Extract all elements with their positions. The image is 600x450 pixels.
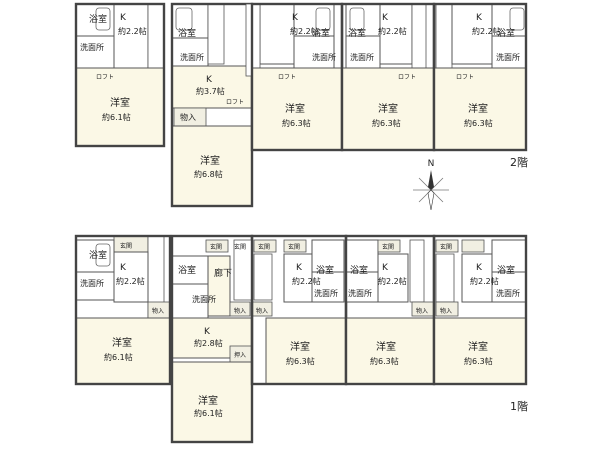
room-label: 洗面所 bbox=[192, 294, 216, 304]
room-label: 洗面所 bbox=[314, 288, 338, 298]
room-label: 洗面所 bbox=[496, 288, 520, 298]
room-label: 洋室 bbox=[468, 340, 488, 353]
room-label: 洗面所 bbox=[80, 278, 104, 288]
room-size: 約2.2帖 bbox=[472, 26, 501, 36]
room-label: 洗面所 bbox=[80, 42, 104, 52]
room-size: 約6.3帖 bbox=[372, 118, 401, 128]
room-label: 玄関 bbox=[234, 243, 246, 251]
room-label: 押入 bbox=[234, 351, 246, 359]
room-label: 浴室 bbox=[89, 13, 107, 25]
floor-1 bbox=[74, 234, 528, 444]
room-label: 廊下 bbox=[214, 267, 232, 279]
room-size: 約6.1帖 bbox=[104, 352, 133, 362]
room-size: 約2.2帖 bbox=[470, 276, 499, 286]
room-size: 約6.3帖 bbox=[286, 356, 315, 366]
room-label: 物入 bbox=[416, 307, 428, 315]
room-label: 洗面所 bbox=[496, 52, 520, 62]
room-label: 洋室 bbox=[378, 102, 398, 115]
room-label: K bbox=[120, 13, 127, 23]
room-label: 物入 bbox=[234, 307, 246, 315]
room-label: 洋室 bbox=[376, 340, 396, 353]
room-label: 浴室 bbox=[178, 27, 196, 39]
floor-label: 2階 bbox=[510, 155, 528, 169]
room-label: 浴室 bbox=[178, 264, 196, 276]
room-size: 約2.2帖 bbox=[378, 26, 407, 36]
room-label: 浴室 bbox=[89, 249, 107, 261]
room-size: 約2.2帖 bbox=[378, 276, 407, 286]
room-label: K bbox=[296, 263, 303, 273]
room-label: 玄関 bbox=[440, 243, 452, 251]
room-label: 玄関 bbox=[120, 242, 132, 250]
room-size: 約6.8帖 bbox=[194, 169, 223, 179]
room-size: 約6.3帖 bbox=[464, 356, 493, 366]
room-label: 物入 bbox=[180, 112, 196, 122]
room-label: ロフト bbox=[456, 74, 474, 81]
room-label: ロフト bbox=[96, 74, 114, 81]
room-label: 洗面所 bbox=[348, 288, 372, 298]
room-label: K bbox=[382, 13, 389, 23]
room-size: 約6.1帖 bbox=[194, 408, 223, 418]
room-label: 洋室 bbox=[110, 96, 130, 109]
room-label: K bbox=[292, 13, 299, 23]
floor-label: 1階 bbox=[510, 399, 528, 413]
labels-2f: 浴室 K 約2.2帖 洗面所 ロフト 洋室 約6.1帖 浴室 洗面所 K 約3.… bbox=[80, 13, 520, 179]
room-label: 物入 bbox=[152, 307, 164, 315]
room-label: 洋室 bbox=[112, 336, 132, 349]
room-label: 玄関 bbox=[210, 243, 222, 251]
room-label: 物入 bbox=[256, 307, 268, 315]
room-label: K bbox=[382, 263, 389, 273]
room-label: 洋室 bbox=[285, 102, 305, 115]
floor-2 bbox=[74, 2, 528, 208]
room-size: 約6.3帖 bbox=[464, 118, 493, 128]
room-label: 浴室 bbox=[497, 27, 515, 39]
room-size: 約6.3帖 bbox=[370, 356, 399, 366]
room-label: 玄関 bbox=[382, 243, 394, 251]
room-size: 約6.3帖 bbox=[282, 118, 311, 128]
room-label: K bbox=[206, 75, 213, 85]
room-size: 約6.1帖 bbox=[102, 112, 131, 122]
room-label: 洗面所 bbox=[180, 52, 204, 62]
room-label: ロフト bbox=[398, 74, 416, 81]
compass-icon: N bbox=[413, 159, 449, 211]
room-size: 約2.2帖 bbox=[292, 276, 321, 286]
room-label: ロフト bbox=[278, 74, 296, 81]
room-label: K bbox=[476, 13, 483, 23]
room-size: 約2.2帖 bbox=[290, 26, 319, 36]
room-label: 物入 bbox=[440, 307, 452, 315]
room-label: 洋室 bbox=[198, 394, 218, 407]
room-label: 洗面所 bbox=[350, 52, 374, 62]
room-label: K bbox=[476, 263, 483, 273]
room-label: K bbox=[120, 263, 127, 273]
room-label: 洋室 bbox=[468, 102, 488, 115]
room-label: ロフト bbox=[226, 99, 244, 106]
room-label: 浴室 bbox=[312, 27, 330, 39]
room-label: 浴室 bbox=[348, 27, 366, 39]
room-label: 浴室 bbox=[350, 264, 368, 276]
compass-label: N bbox=[428, 159, 435, 169]
room-label: 洋室 bbox=[290, 340, 310, 353]
room-size: 約2.8帖 bbox=[194, 338, 223, 348]
room-label: K bbox=[204, 327, 211, 337]
room-size: 約3.7帖 bbox=[196, 86, 225, 96]
room-label: 玄関 bbox=[258, 243, 270, 251]
room-label: 浴室 bbox=[316, 264, 334, 276]
room-label: 洋室 bbox=[200, 154, 220, 167]
room-label: 洗面所 bbox=[312, 52, 336, 62]
room-label: 浴室 bbox=[497, 264, 515, 276]
room-label: 玄関 bbox=[288, 243, 300, 251]
room-size: 約2.2帖 bbox=[116, 276, 145, 286]
room-size: 約2.2帖 bbox=[118, 26, 147, 36]
labels-1f: 玄関 浴室 K 約2.2帖 洗面所 物入 洋室 約6.1帖 玄関 浴室 洗面所 … bbox=[80, 242, 520, 418]
